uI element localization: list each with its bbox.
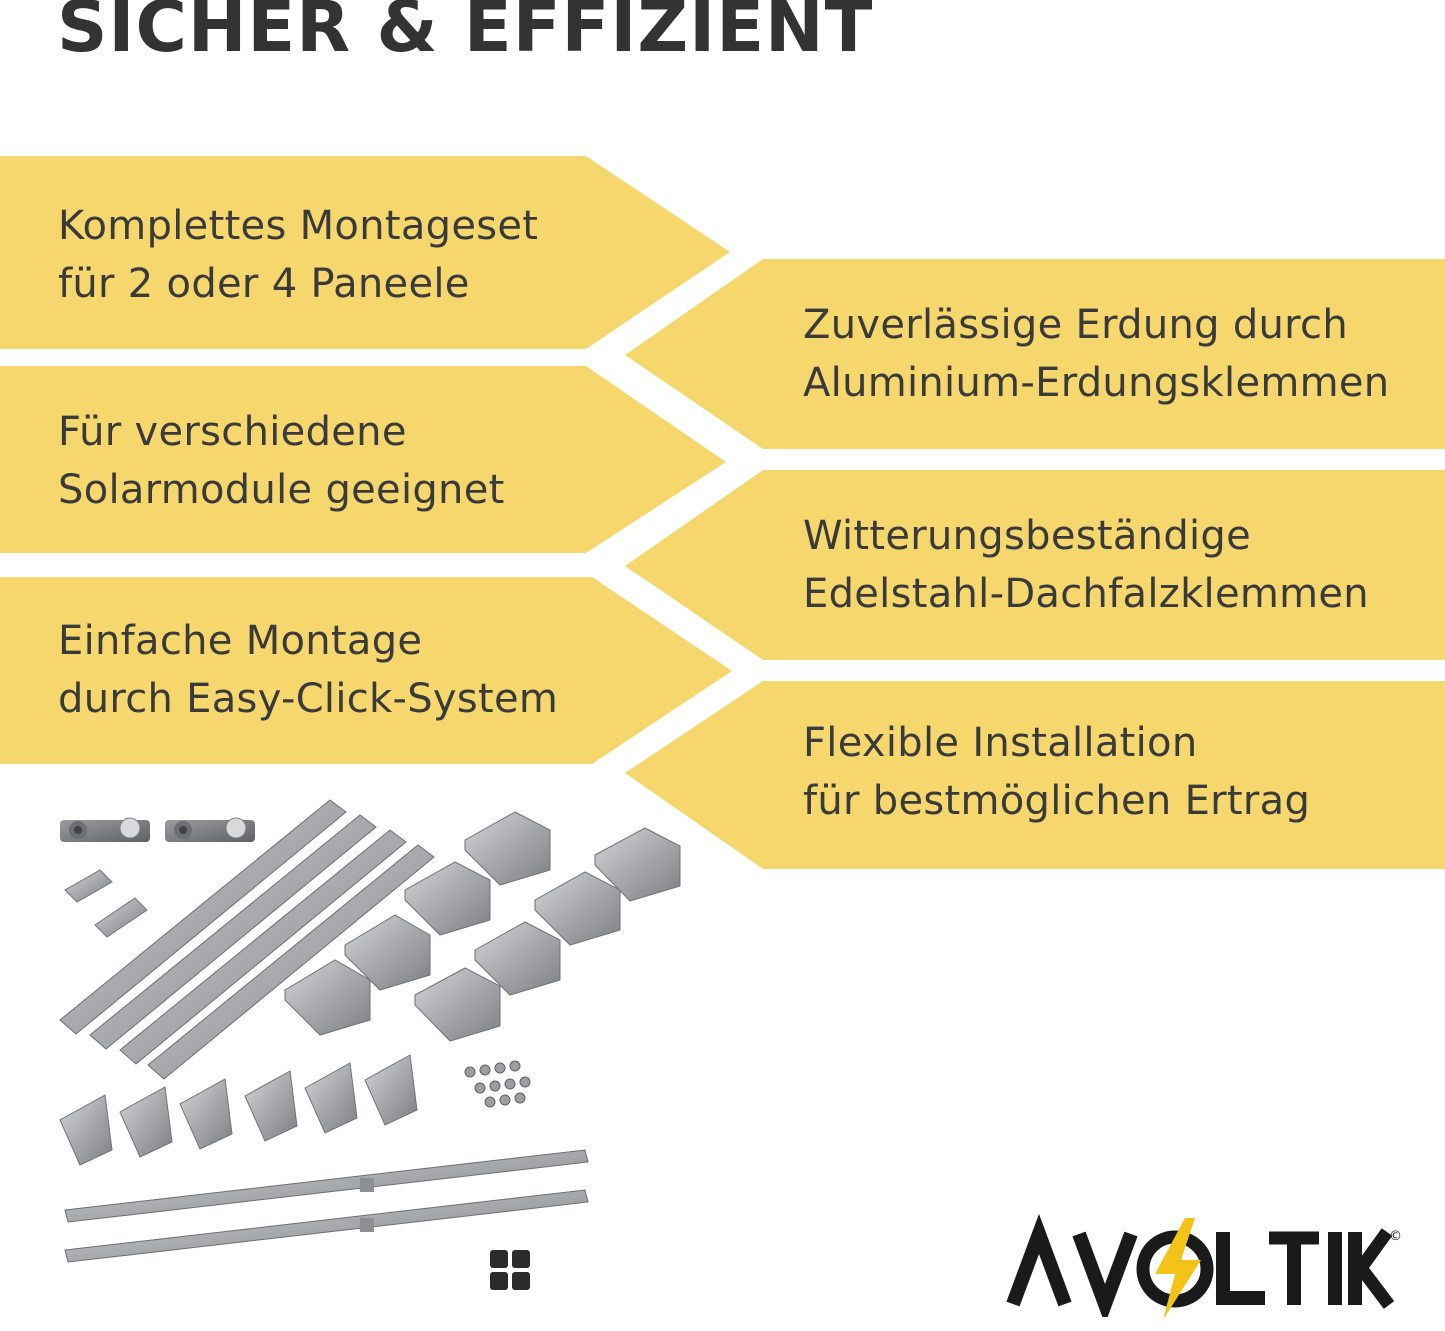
rail-connector — [64, 869, 148, 938]
banner-chevron-shape — [625, 681, 1445, 869]
roof-seam-clamps — [284, 811, 681, 1042]
feature-line: Für verschiedene — [58, 409, 407, 455]
feature-text: Für verschiedene Solarmodule geeignet — [58, 403, 505, 519]
banner-arrow-shape — [0, 156, 730, 349]
banner-arrow-shape — [0, 366, 726, 553]
feature-line: Komplettes Montageset — [58, 203, 539, 249]
feature-banner-weatherproof: Witterungsbeständige Edelstahl-Dachfalzk… — [625, 470, 1445, 660]
feature-banner-easy-mounting: Einfache Montage durch Easy-Click-System — [0, 577, 732, 764]
feature-line: Aluminium-Erdungsklemmen — [803, 360, 1390, 406]
feature-line: Zuverlässige Erdung durch — [803, 302, 1348, 348]
screw-set — [464, 1060, 531, 1108]
feature-line: Flexible Installation — [803, 720, 1198, 766]
feature-line: Einfache Montage — [58, 618, 423, 664]
feature-text: Zuverlässige Erdung durch Aluminium-Erdu… — [803, 296, 1389, 412]
banner-chevron-shape — [625, 259, 1445, 449]
lightning-bolt-icon — [1155, 1218, 1201, 1317]
banner-arrow-shape — [0, 577, 732, 764]
feature-text: Flexible Installation für bestmöglichen … — [803, 714, 1310, 830]
copyright-mark: © — [1389, 1229, 1402, 1244]
rubber-pads — [490, 1250, 530, 1290]
grounding-clamp — [165, 817, 255, 842]
cross-bars — [64, 1149, 589, 1263]
feature-line: Solarmodule geeignet — [58, 467, 505, 513]
feature-text: Einfache Montage durch Easy-Click-System — [58, 612, 558, 728]
feature-line: Witterungsbeständige — [803, 513, 1252, 559]
feature-banner-compatibility: Für verschiedene Solarmodule geeignet — [0, 366, 732, 553]
feature-line: für bestmöglichen Ertrag — [803, 778, 1311, 824]
feature-text: Witterungsbeständige Edelstahl-Dachfalzk… — [803, 507, 1369, 623]
feature-banner-flexible-install: Flexible Installation für bestmöglichen … — [625, 681, 1445, 869]
avoltik-logo: © — [1006, 1213, 1402, 1317]
mounting-kit-illustration — [59, 799, 681, 1290]
feature-text: Komplettes Montageset für 2 oder 4 Panee… — [58, 197, 538, 313]
feature-banner-grounding: Zuverlässige Erdung durch Aluminium-Erdu… — [625, 259, 1445, 449]
mounting-rails — [59, 799, 435, 1080]
feature-line: durch Easy-Click-System — [58, 676, 559, 722]
feature-banner-complete-set: Komplettes Montageset für 2 oder 4 Panee… — [0, 156, 732, 349]
feature-line: Edelstahl-Dachfalzklemmen — [803, 571, 1369, 617]
module-clamps — [59, 1054, 418, 1166]
grounding-clamp — [60, 817, 150, 842]
page-title: SICHER & EFFIZIENT — [57, 0, 874, 68]
banner-chevron-shape — [625, 470, 1445, 660]
feature-line: für 2 oder 4 Paneele — [58, 261, 470, 307]
